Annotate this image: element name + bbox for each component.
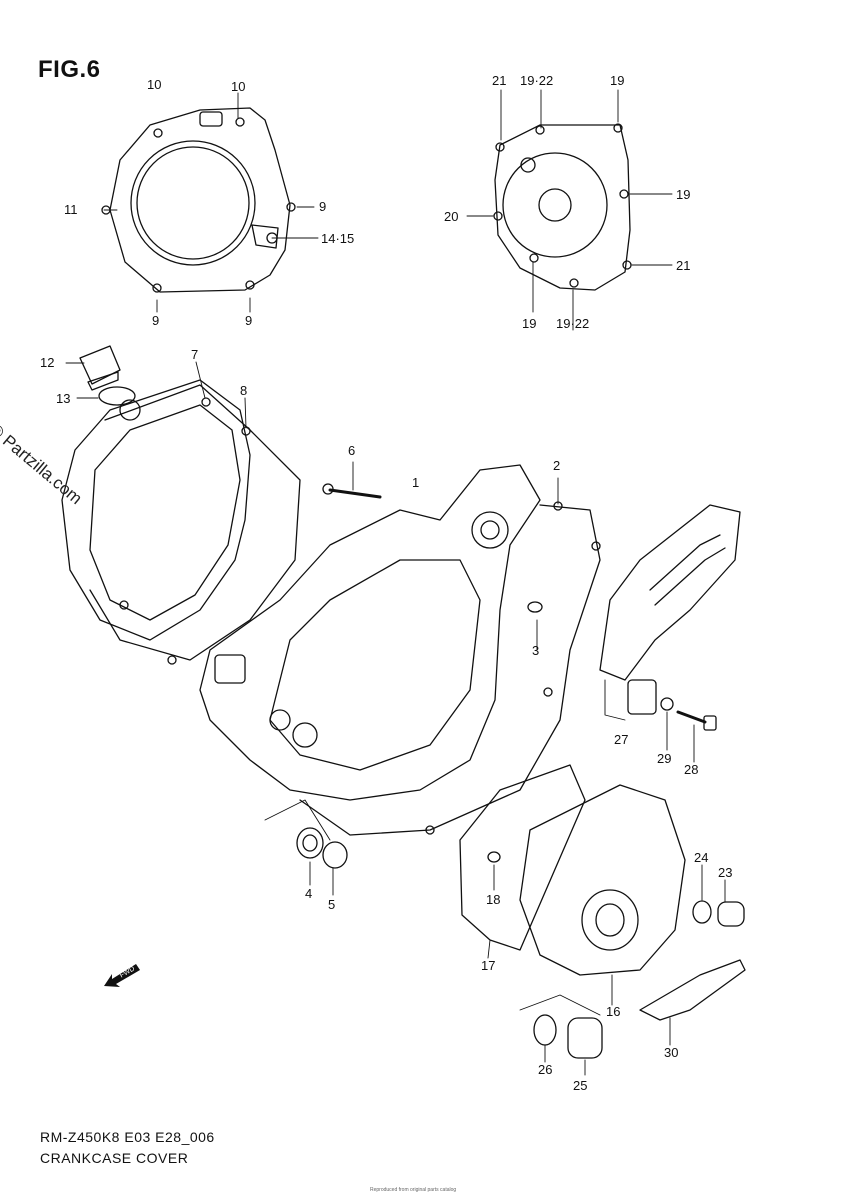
callout-24: 24 [694, 850, 709, 865]
fwd-arrow-icon: FWD [104, 964, 140, 987]
callout-5: 5 [328, 897, 336, 912]
callout-19: 19 [522, 316, 537, 331]
callout-3: 3 [532, 643, 540, 658]
callout-26: 26 [538, 1062, 553, 1077]
oil-seal-part [296, 827, 348, 869]
callout-8: 8 [240, 383, 248, 398]
callout-19-22: 19·22 [556, 316, 590, 331]
callout-21: 21 [492, 73, 507, 88]
callout-13: 13 [56, 391, 71, 406]
fine-print: Reproduced from original parts catalog [370, 1187, 457, 1193]
callout-29: 29 [657, 751, 672, 766]
callout-10: 10 [231, 79, 246, 94]
callout-27: 27 [614, 732, 629, 747]
callout-19: 19 [610, 73, 625, 88]
callout-19-22: 19·22 [520, 73, 554, 88]
callout-9: 9 [152, 313, 160, 328]
diagram-title: CRANKCASE COVER [40, 1150, 189, 1166]
callout-7: 7 [191, 347, 199, 362]
generator-cover-part [493, 123, 632, 291]
callout-25: 25 [573, 1078, 588, 1093]
callout-2: 2 [553, 458, 561, 473]
leader-lines [65, 89, 726, 1076]
callout-18: 18 [486, 892, 501, 907]
callout-30: 30 [664, 1045, 679, 1060]
callout-4: 4 [305, 886, 313, 901]
callout-17: 17 [481, 958, 496, 973]
model-code: RM-Z450K8 E03 E28_006 [40, 1129, 215, 1145]
callout-9: 9 [245, 313, 253, 328]
callout-28: 28 [684, 762, 699, 777]
callout-19: 19 [676, 187, 691, 202]
callout-1: 1 [412, 475, 420, 490]
callout-10: 10 [147, 77, 162, 92]
clutch-cover-part [101, 107, 296, 293]
callout-14-15: 14·15 [321, 231, 355, 246]
sprocket-guard-part [599, 504, 741, 731]
callout-20: 20 [444, 209, 459, 224]
figure-number: FIG.6 [38, 56, 101, 83]
callout-11: 11 [64, 202, 78, 217]
crankcase-part [199, 464, 601, 836]
callout-12: 12 [40, 355, 55, 370]
oil-filler-cap-part [79, 345, 136, 406]
magneto-cover-part [459, 764, 746, 1059]
callout-9: 9 [319, 199, 327, 214]
callout-21: 21 [676, 258, 691, 273]
callout-16: 16 [606, 1004, 621, 1019]
fwd-label: FWD [119, 965, 136, 979]
callout-23: 23 [718, 865, 733, 880]
callout-6: 6 [348, 443, 356, 458]
clutch-housing-cover-part [61, 379, 301, 665]
